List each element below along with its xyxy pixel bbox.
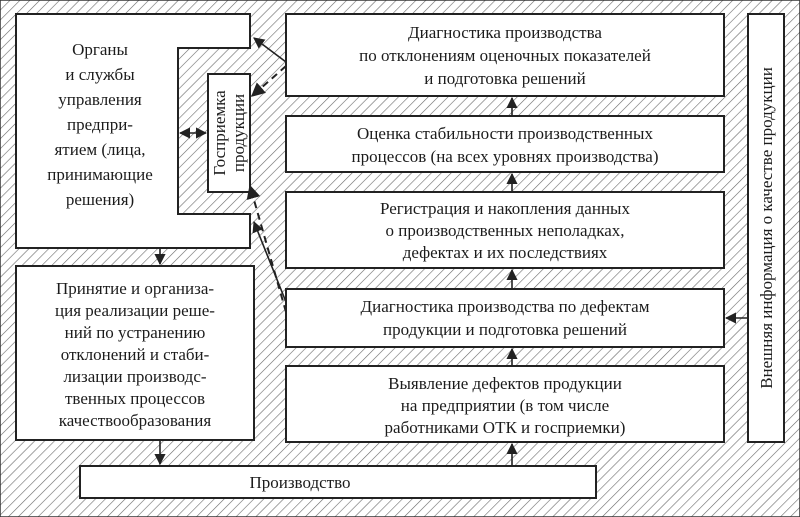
diagnostics-indicators-line-2: по отклонениям оценочных показателей (359, 46, 651, 65)
external-info-box (747, 13, 785, 443)
data-registration-line-1: Регистрация и накопления данных (380, 199, 630, 218)
decision-implementation-text: Принятие и организа- ция реализации реше… (55, 279, 215, 430)
diagnostics-indicators-line-3: и подготовка решений (424, 69, 585, 88)
diagnostics-indicators-box (285, 13, 725, 97)
decision-implementation-line-1: Принятие и организа- (56, 279, 214, 298)
management-bodies-line-4: предпри- (67, 115, 133, 134)
data-registration-box (285, 191, 725, 269)
decision-implementation-line-7: качествообразования (59, 411, 212, 430)
gospriemka-box (207, 73, 251, 193)
management-bodies-line-7: решения) (66, 190, 134, 209)
defect-diagnostics-box (285, 288, 725, 348)
stability-assessment-line-2: процессов (на всех уровнях производства) (352, 147, 659, 166)
decision-implementation-line-2: ция реализации реше- (55, 301, 215, 320)
management-bodies-text: Органы и службы управления предпри- ятие… (47, 40, 153, 209)
defect-detection-line-1: Выявление дефектов продукции (388, 374, 622, 393)
decision-implementation-line-5: лизации производс- (63, 367, 206, 386)
decision-implementation-line-4: отклонений и стаби- (61, 345, 210, 364)
defect-detection-box (285, 365, 725, 443)
data-registration-line-3: дефектах и их последствиях (403, 243, 608, 262)
management-bodies-box (15, 13, 251, 249)
decision-implementation-line-6: твенных процессов (65, 389, 205, 408)
defect-diagnostics-line-1: Диагностика производства по дефектам (361, 297, 650, 316)
defect-detection-line-2: на предприятии (в том числе (401, 396, 609, 415)
data-registration-text: Регистрация и накопления данных о произв… (380, 199, 630, 262)
external-info-text: Внешняя информация о качестве продукции (757, 67, 776, 389)
gospriemka-text: Госприемка продукции (210, 90, 248, 176)
production-text: Производство (249, 473, 350, 492)
decision-implementation-line-3: ний по устранению (65, 323, 206, 342)
defect-diagnostics-text: Диагностика производства по дефектам про… (361, 297, 650, 339)
defect-detection-text: Выявление дефектов продукции на предприя… (385, 374, 626, 437)
stability-assessment-text: Оценка стабильности производственных про… (352, 124, 659, 166)
arrow-defect-diagnostics-to-management (252, 220, 287, 303)
management-bodies-line-5: ятием (лица, (54, 140, 145, 159)
diagnostics-indicators-text: Диагностика производства по отклонениям … (359, 23, 651, 88)
diagnostics-indicators-line-1: Диагностика производства (408, 23, 602, 42)
arrow-diagnostics-to-management (253, 37, 287, 63)
gospriemka-line-1: Госприемка (210, 90, 229, 176)
stability-assessment-box (285, 115, 725, 173)
management-bodies-line-1: Органы (72, 40, 128, 59)
management-bodies-line-3: управления (58, 90, 142, 109)
management-bodies-line-6: принимающие (47, 165, 153, 184)
gospriemka-line-2: продукции (229, 94, 248, 172)
dashed-arrow-diagnostics-to-gospriemka (250, 65, 287, 97)
production-box (79, 465, 597, 499)
defect-detection-line-3: работниками ОТК и госприемки) (385, 418, 626, 437)
stability-assessment-line-1: Оценка стабильности производственных (357, 124, 653, 143)
dashed-arrow-defect-diagnostics-to-gospriemka (246, 184, 287, 313)
defect-diagnostics-line-2: продукции и подготовка решений (383, 320, 627, 339)
decision-implementation-box (15, 265, 255, 441)
management-bodies-line-2: и службы (65, 65, 135, 84)
data-registration-line-2: о производственных неполадках, (385, 221, 624, 240)
